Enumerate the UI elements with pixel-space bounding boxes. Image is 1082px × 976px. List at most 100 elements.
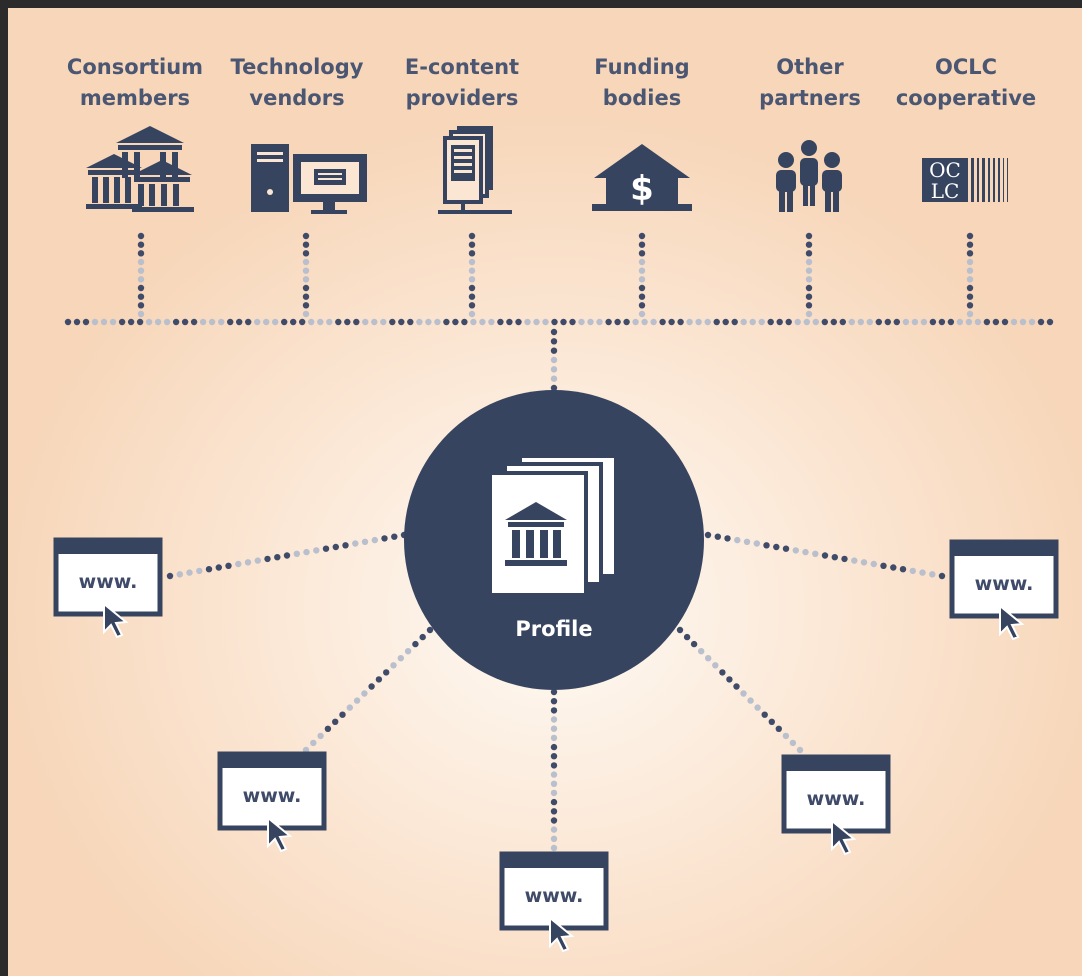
spoke-dot xyxy=(186,569,193,576)
drop-dot xyxy=(468,293,476,300)
bus-dot xyxy=(1019,318,1027,326)
drop-dot xyxy=(966,267,974,274)
oclc-logo-text-top: OC xyxy=(929,158,961,182)
drop-dot xyxy=(966,284,974,292)
spoke-dot xyxy=(550,771,558,778)
bus-dot xyxy=(533,318,540,326)
spoke-dot xyxy=(812,550,819,557)
spoke-dot xyxy=(698,648,705,655)
partner-label-e-content-providers: E-content providers xyxy=(404,55,520,110)
spoke-dot xyxy=(831,554,838,561)
bus-dot xyxy=(704,318,711,326)
bus-dot xyxy=(263,318,270,326)
bus-dot xyxy=(308,318,315,326)
bus-dot xyxy=(64,318,72,326)
spoke-dot xyxy=(740,690,747,697)
cursor-icon xyxy=(103,601,129,639)
spoke-dot xyxy=(225,562,232,569)
bus-dot xyxy=(1046,318,1054,326)
spoke-dot xyxy=(747,697,754,704)
spoke-dot xyxy=(303,548,310,556)
spoke-dot xyxy=(550,789,558,797)
bus-dot xyxy=(416,318,423,326)
drop-dot xyxy=(805,241,813,248)
drop-dot xyxy=(966,232,974,240)
spoke-dot xyxy=(690,640,698,648)
drop-dot xyxy=(638,232,646,240)
bus-dot xyxy=(398,318,405,326)
spoke-dot xyxy=(714,533,721,540)
bus-dot xyxy=(794,318,801,326)
drop-dot xyxy=(468,276,476,283)
drop-dot xyxy=(638,302,646,309)
bus-dot xyxy=(974,318,982,326)
bus-dot xyxy=(208,318,216,326)
bus-dot xyxy=(281,318,288,326)
drop-dot xyxy=(302,302,310,309)
bus-dot xyxy=(569,318,576,326)
bus-dot xyxy=(118,318,126,326)
bus-dot xyxy=(677,318,684,326)
partner-label-other-partners: Other partners xyxy=(759,55,861,110)
drop-dot xyxy=(468,310,476,318)
drop-dot xyxy=(468,284,476,292)
spoke-dot xyxy=(375,676,383,683)
drop-dot xyxy=(966,258,974,266)
spoke-dot xyxy=(332,718,339,725)
website-window: www. xyxy=(781,754,891,856)
drop-dot xyxy=(302,267,310,274)
spoke-dot xyxy=(412,640,419,648)
spoke-dot xyxy=(254,557,261,564)
bus-dot xyxy=(91,318,99,326)
bus-dot xyxy=(136,318,144,326)
spoke-dot xyxy=(733,683,740,690)
drop-dot xyxy=(137,310,145,318)
bus-dot xyxy=(983,318,991,326)
bus-dot xyxy=(965,318,973,326)
svg-text:$: $ xyxy=(630,169,654,209)
profile-connector-dot xyxy=(550,366,558,373)
spoke-dot xyxy=(550,762,558,769)
website-url-text: www. xyxy=(243,785,302,807)
profile-connector-dot xyxy=(550,384,558,392)
bus-dot xyxy=(749,318,756,326)
drop-dot xyxy=(302,284,310,292)
bus-dot xyxy=(461,318,468,326)
drop-dot xyxy=(638,284,646,292)
bus-dot xyxy=(190,318,198,326)
spoke-dot xyxy=(264,555,271,563)
drop-dot xyxy=(805,310,813,318)
bus-dot xyxy=(758,318,765,326)
spoke-dot xyxy=(426,626,434,634)
spoke-dot xyxy=(361,538,369,545)
bus-dot xyxy=(866,318,873,326)
bus-dot xyxy=(938,318,946,326)
oclc-logo-icon: OC LC xyxy=(922,158,1008,203)
bus-dot xyxy=(578,318,585,326)
bus-dot xyxy=(163,318,171,326)
bus-dot xyxy=(452,318,459,326)
bus-dot xyxy=(893,318,900,326)
bus-dot xyxy=(1001,318,1009,326)
bus-dot xyxy=(731,318,738,326)
spoke-dot xyxy=(313,547,320,554)
bus-dot xyxy=(371,318,378,326)
bus-dot xyxy=(785,318,792,326)
spoke-dot xyxy=(346,704,353,711)
spoke-dot xyxy=(342,542,349,549)
drop-dot xyxy=(468,258,476,266)
drop-dot xyxy=(137,284,145,292)
drop-dot xyxy=(137,267,145,274)
spoke-dot xyxy=(550,753,558,760)
spoke-dot xyxy=(397,655,404,662)
drop-dot xyxy=(137,302,145,309)
drop-dot xyxy=(302,276,310,283)
bus-dot xyxy=(407,318,414,326)
drop-dot xyxy=(638,241,646,248)
bus-dot xyxy=(172,318,180,326)
bus-dot xyxy=(605,318,612,326)
drop-dot xyxy=(966,250,974,257)
spoke-dot xyxy=(550,817,558,824)
bus-dot xyxy=(434,318,441,326)
spoke-dot xyxy=(724,535,731,542)
